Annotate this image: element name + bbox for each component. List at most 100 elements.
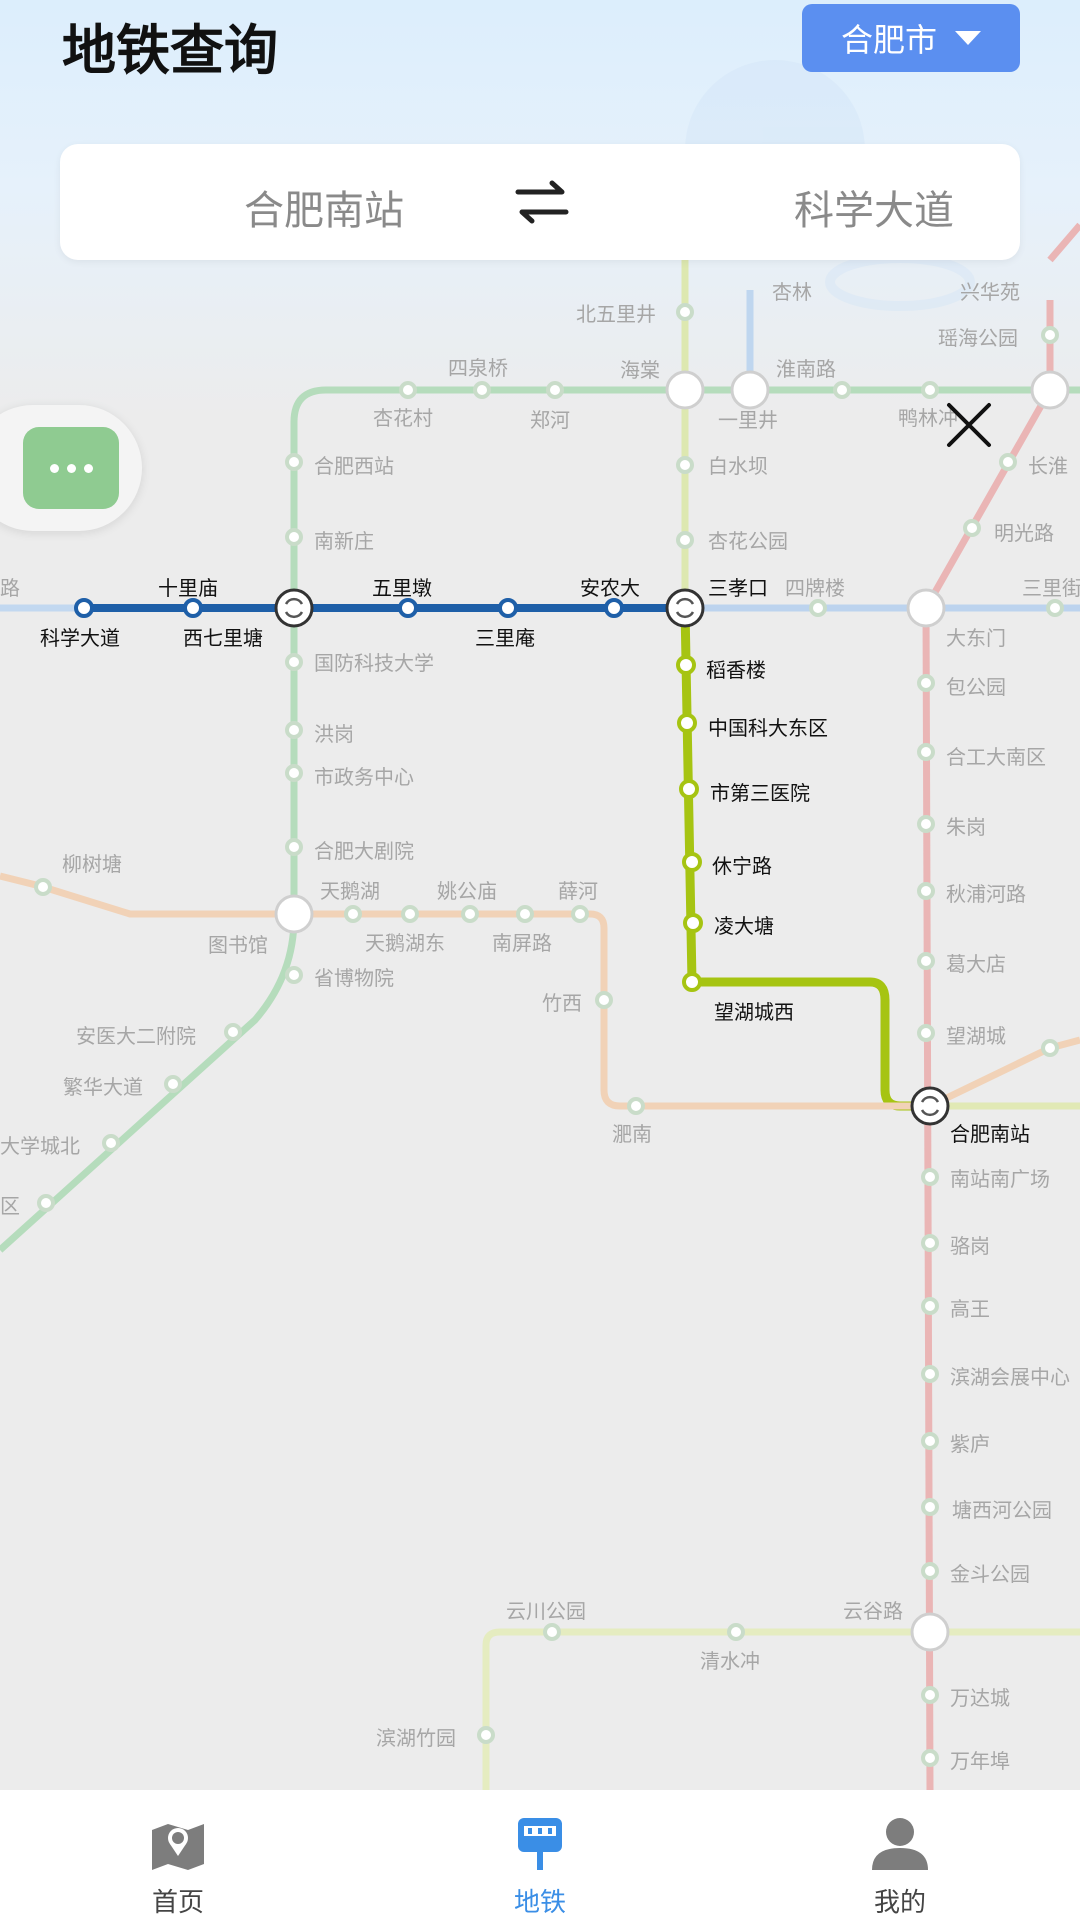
destination-station-field[interactable]: 科学大道 [794,188,954,234]
station-label[interactable]: 省博物院 [314,966,394,990]
station-label[interactable]: 包公园 [946,675,1006,699]
station-label[interactable]: 繁华大道 [63,1075,143,1099]
station-label[interactable]: 区 [0,1194,20,1218]
station-label[interactable]: 三里庵 [475,626,535,650]
city-label: 合肥市 [840,21,937,59]
station-label[interactable]: 合工大南区 [946,745,1046,769]
station-label[interactable]: 淝南 [612,1122,652,1146]
station-label[interactable]: 大学城北 [0,1134,80,1158]
station-label[interactable]: 三里街 [1022,576,1080,600]
station-label[interactable]: 兴华苑 [960,280,1020,304]
map-home-icon [152,1824,204,1870]
more-dots-icon [23,427,119,509]
station-label[interactable]: 姚公庙 [437,879,497,903]
line-red [922,300,1054,1790]
nav-subway-label: 地铁 [513,1888,566,1918]
chevron-down-icon [955,31,981,45]
station-dots-lime [676,655,703,992]
origin-station-field[interactable]: 合肥南站 [244,188,404,234]
station-label[interactable]: 市政务中心 [314,765,414,789]
station-label[interactable]: 白水坝 [708,454,768,478]
station-label[interactable]: 十里庙 [158,576,218,600]
route-search-card: 合肥南站 科学大道 [60,144,1020,260]
station-label[interactable]: 安医大二附院 [76,1024,196,1048]
station-label[interactable]: 大东门 [946,626,1006,650]
station-label[interactable]: 柳树塘 [62,852,122,876]
station-label[interactable]: 鸭林冲 [898,406,958,430]
station-label[interactable]: 四泉桥 [448,356,508,380]
nav-home-label: 首页 [151,1888,204,1918]
station-label[interactable]: 杏花公园 [708,529,788,553]
line-orange [0,872,1080,1110]
station-label[interactable]: 云谷路 [843,1599,903,1623]
station-label[interactable]: 南站南广场 [950,1167,1050,1191]
line-palelime-south [482,1628,1080,1790]
nav-profile-label: 我的 [873,1888,926,1918]
station-label[interactable]: 明光路 [994,521,1054,545]
nav-home-tab[interactable]: 首页 [78,1790,278,1920]
station-label[interactable]: 五里墩 [372,576,432,600]
city-selector-button[interactable]: 合肥市 [802,4,1020,72]
station-label[interactable]: 望湖城西 [714,1000,794,1024]
station-label[interactable]: 杏林 [772,280,812,304]
station-label[interactable]: 葛大店 [946,952,1006,976]
station-label[interactable]: 瑶海公园 [938,326,1018,350]
station-label[interactable]: 薛河 [558,879,598,903]
station-label[interactable]: 淮南路 [776,357,836,381]
station-label[interactable]: 高王 [950,1297,990,1321]
station-label[interactable]: 竹西 [542,991,582,1015]
station-label[interactable]: 长淮 [1028,454,1068,478]
swap-arrows-icon[interactable] [512,180,572,224]
station-label[interactable]: 休宁路 [712,854,772,878]
station-label[interactable]: 骆岗 [950,1234,990,1258]
station-label[interactable]: 西七里塘 [183,626,263,650]
station-label[interactable]: 郑河 [530,408,570,432]
station-label[interactable]: 塘西河公园 [952,1498,1052,1522]
station-label[interactable]: 秋浦河路 [946,882,1026,906]
station-label[interactable]: 洪岗 [314,722,354,746]
station-label[interactable]: 云川公园 [506,1599,586,1623]
station-label[interactable]: 安农大 [580,576,640,600]
station-label[interactable]: 海棠 [620,358,660,382]
station-label[interactable]: 望湖城 [946,1024,1006,1048]
more-options-button[interactable] [0,405,142,531]
station-label[interactable]: 四牌楼 [785,576,845,600]
station-label[interactable]: 南新庄 [314,529,374,553]
station-label[interactable]: 万年埠 [950,1749,1010,1773]
station-label[interactable]: 市第三医院 [710,781,810,805]
station-label[interactable]: 稻香楼 [706,658,766,682]
transfer-stations [274,370,1070,1652]
station-label[interactable]: 杏花村 [373,406,433,430]
nav-profile-tab[interactable]: 我的 [800,1790,1000,1920]
page-title: 地铁查询 [62,19,278,82]
nav-subway-tab[interactable]: 地铁 [440,1790,640,1920]
bottom-navigation: 首页 地铁 我的 [0,1790,1080,1920]
station-label[interactable]: 万达城 [950,1686,1010,1710]
station-label[interactable]: 中国科大东区 [708,716,828,740]
station-label[interactable]: 图书馆 [208,933,268,957]
station-label[interactable]: 天鹅湖东 [365,931,445,955]
station-label[interactable]: 科学大道 [40,626,120,650]
station-label[interactable]: 南屏路 [492,931,552,955]
station-label[interactable]: 清水冲 [700,1649,760,1673]
station-label[interactable]: 金斗公园 [950,1562,1030,1586]
station-label[interactable]: 一里井 [718,408,778,432]
station-label[interactable]: 天鹅湖 [320,879,380,903]
close-icon[interactable] [944,400,994,450]
station-label[interactable]: 三孝口 [708,576,768,600]
station-label[interactable]: 紫庐 [950,1432,990,1456]
station-label[interactable]: 北五里井 [576,302,656,326]
line-red-north [1047,222,1080,263]
station-label[interactable]: 滨湖会展中心 [950,1365,1070,1389]
station-label[interactable]: 合肥大剧院 [314,839,414,863]
station-label[interactable]: 凌大塘 [714,914,774,938]
station-label[interactable]: 滨湖竹园 [376,1726,456,1750]
station-label[interactable]: 路 [0,576,20,600]
station-label[interactable]: 合肥南站 [950,1122,1030,1146]
station-label[interactable]: 国防科技大学 [314,651,434,675]
station-label[interactable]: 合肥西站 [314,454,394,478]
station-label[interactable]: 朱岗 [946,815,986,839]
user-profile-icon [872,1818,928,1870]
